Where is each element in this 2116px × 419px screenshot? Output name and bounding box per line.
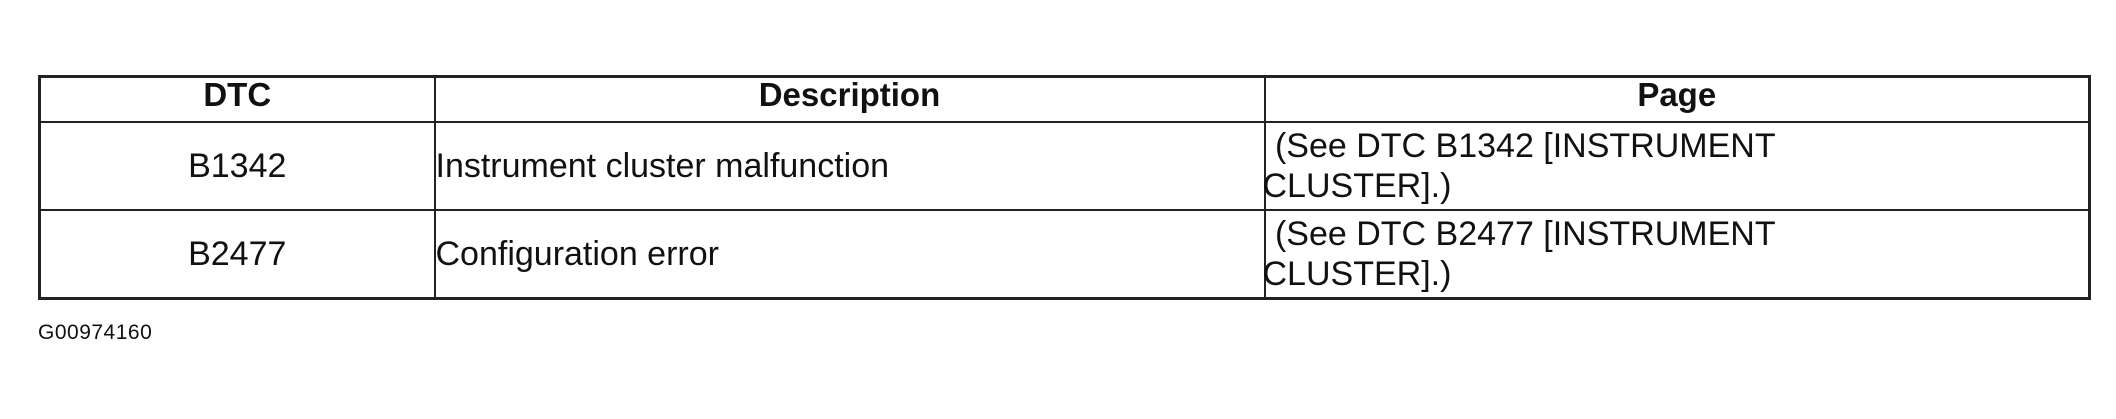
header-page: Page (1263, 75, 2091, 123)
page-reference-cell: (See DTC B2477 [INSTRUMENT CLUSTER].) (1262, 209, 2091, 300)
header-description: Description (433, 75, 1266, 123)
table-body: B1342 Instrument cluster malfunction (Se… (38, 121, 2091, 300)
page-reference-line-1: (See DTC B2477 [INSTRUMENT (1265, 215, 1776, 253)
page-reference-line-2: CLUSTER].) (1262, 167, 1452, 205)
table-row: B1342 Instrument cluster malfunction (Se… (38, 121, 2091, 211)
table-header: DTC Description Page (38, 75, 2091, 123)
description-cell: Instrument cluster malfunction (433, 121, 1266, 211)
figure-id: G00974160 (38, 321, 153, 344)
header-dtc: DTC (38, 75, 436, 123)
dtc-table: DTC Description Page B1342 Instrument cl… (38, 75, 2091, 300)
page-reference-cell: (See DTC B1342 [INSTRUMENT CLUSTER].) (1262, 121, 2091, 211)
page-reference-line-2: CLUSTER].) (1262, 255, 1452, 293)
dtc-code-cell: B1342 (38, 121, 436, 211)
dtc-code-cell: B2477 (38, 209, 436, 300)
table-row: B2477 Configuration error (See DTC B2477… (38, 209, 2091, 300)
description-cell: Configuration error (433, 209, 1266, 300)
header-row: DTC Description Page (38, 75, 2091, 123)
page-reference-line-1: (See DTC B1342 [INSTRUMENT (1265, 127, 1776, 165)
